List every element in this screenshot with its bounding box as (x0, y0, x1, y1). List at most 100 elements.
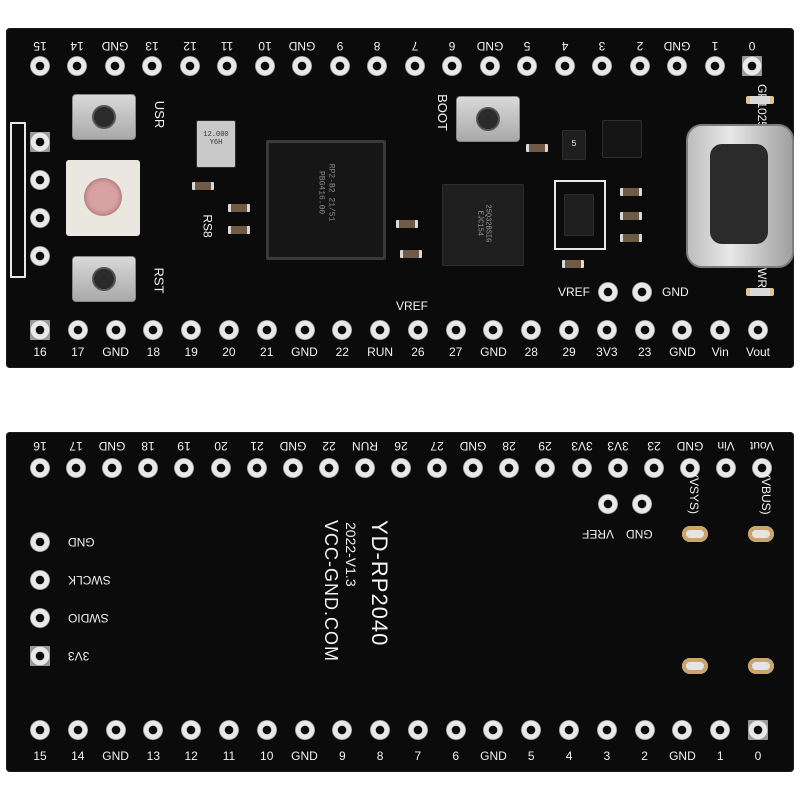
debug-pad (30, 170, 50, 190)
pin-label: GND (676, 439, 704, 453)
pin-label: 23 (637, 345, 652, 359)
header-pin-pad (143, 720, 164, 740)
pin-label: 6 (452, 749, 460, 763)
header-pin-pad (332, 320, 353, 340)
header-pin-pad (367, 56, 388, 76)
vsys-label: (VSYS) (687, 474, 701, 515)
pin-label: 17 (69, 439, 83, 453)
pin-label: 3V3 (570, 439, 593, 453)
pin-label: 27 (430, 439, 444, 453)
header-pin-pad (138, 458, 159, 478)
header-pin-pad (571, 458, 592, 478)
flash-chip: 25Q32BSIG EJC154 (442, 184, 524, 266)
smd-component (620, 234, 642, 242)
pin-label: 7 (411, 39, 419, 53)
header-pin-pad (634, 720, 655, 740)
pin-label: GND (101, 39, 129, 53)
pin-label: 3 (598, 39, 606, 53)
pin-label: 28 (502, 439, 516, 453)
header-pin-pad (391, 458, 411, 478)
pin-label: RUN (351, 439, 378, 453)
header-pin-pad (559, 320, 580, 340)
pin-label: 11 (222, 749, 236, 763)
debug-gnd-label: GND (68, 535, 95, 549)
header-pin-pad (742, 56, 762, 76)
header-pin-pad (66, 458, 87, 478)
header-pin-pad (174, 458, 195, 478)
rst-button[interactable] (72, 256, 136, 302)
usb-c-opening (710, 144, 768, 244)
pin-label: GND (291, 749, 318, 763)
pin-label: 15 (33, 39, 47, 53)
pin-label: GND (98, 439, 126, 453)
pin-label: 3 (603, 749, 611, 763)
header-pin-pad (554, 56, 575, 76)
pin-label: 20 (222, 345, 236, 359)
header-pin-pad (104, 56, 125, 76)
smd-component (526, 144, 548, 152)
header-pin-pad (210, 458, 231, 478)
board-version: 2022-V1.3 (343, 522, 359, 587)
gnd-pad (632, 282, 652, 302)
boot-button[interactable] (456, 96, 520, 142)
header-pin-pad (479, 56, 500, 76)
pin-label: 11 (221, 39, 234, 53)
header-pin-pad (710, 720, 731, 740)
smd-component (228, 204, 250, 212)
usb-c-port[interactable] (686, 124, 794, 268)
header-pin-pad (217, 56, 238, 76)
boot-label: BOOT (434, 94, 450, 131)
pin-label: 12 (183, 39, 197, 53)
header-pin-pad (643, 458, 664, 478)
pin-label: 19 (177, 439, 192, 453)
header-pin-pad (30, 56, 50, 76)
pin-label: 27 (448, 345, 463, 359)
pin-label: Vin (711, 345, 729, 359)
pin-label: GND (288, 39, 316, 53)
pin-label: 17 (71, 345, 85, 359)
smd-component (620, 188, 642, 196)
pin-label: 29 (562, 345, 576, 359)
usr-button[interactable] (72, 94, 136, 140)
header-pin-pad (105, 320, 126, 340)
header-pin-pad (294, 320, 315, 340)
debug-pad (30, 132, 50, 152)
header-pin-pad (715, 458, 736, 478)
header-pin-pad (246, 458, 267, 478)
smd-component (396, 220, 418, 228)
pin-label: GND (663, 39, 691, 53)
pin-label: 18 (146, 345, 161, 359)
pin-label: 16 (33, 439, 47, 453)
header-pin-pad (142, 56, 163, 76)
pin-label: RUN (367, 345, 394, 359)
header-pin-pad (294, 720, 315, 740)
pin-label: 12 (184, 749, 198, 763)
header-pin-pad (521, 320, 542, 340)
pin-label: 9 (336, 39, 344, 53)
pin-label: 8 (376, 749, 384, 763)
vref-pad (598, 282, 618, 302)
header-pin-pad (354, 458, 375, 478)
pin-label: GND (279, 439, 307, 453)
pin-label: 29 (538, 439, 553, 453)
pin-label: 8 (373, 39, 381, 53)
status-led (746, 96, 774, 104)
header-pin-pad (143, 320, 164, 340)
pin-label: GND (480, 345, 507, 359)
regulator: 5 (562, 130, 586, 160)
vref-label-left: VREF (396, 299, 429, 313)
pin-label: 14 (70, 39, 85, 53)
header-pin-pad (704, 56, 725, 76)
pin-label: 23 (647, 439, 661, 453)
header-pin-pad (370, 720, 391, 740)
header-pin-pad (592, 56, 613, 76)
solder-jumper (682, 526, 708, 542)
header-pin-pad (329, 56, 350, 76)
pin-label: 7 (414, 749, 422, 763)
header-pin-pad (30, 320, 50, 340)
gnd-pad (632, 494, 652, 514)
solder-jumper (682, 658, 708, 674)
pin-label: 9 (338, 749, 346, 763)
pin-label: 5 (523, 39, 531, 53)
usr-label: USR (152, 100, 168, 129)
